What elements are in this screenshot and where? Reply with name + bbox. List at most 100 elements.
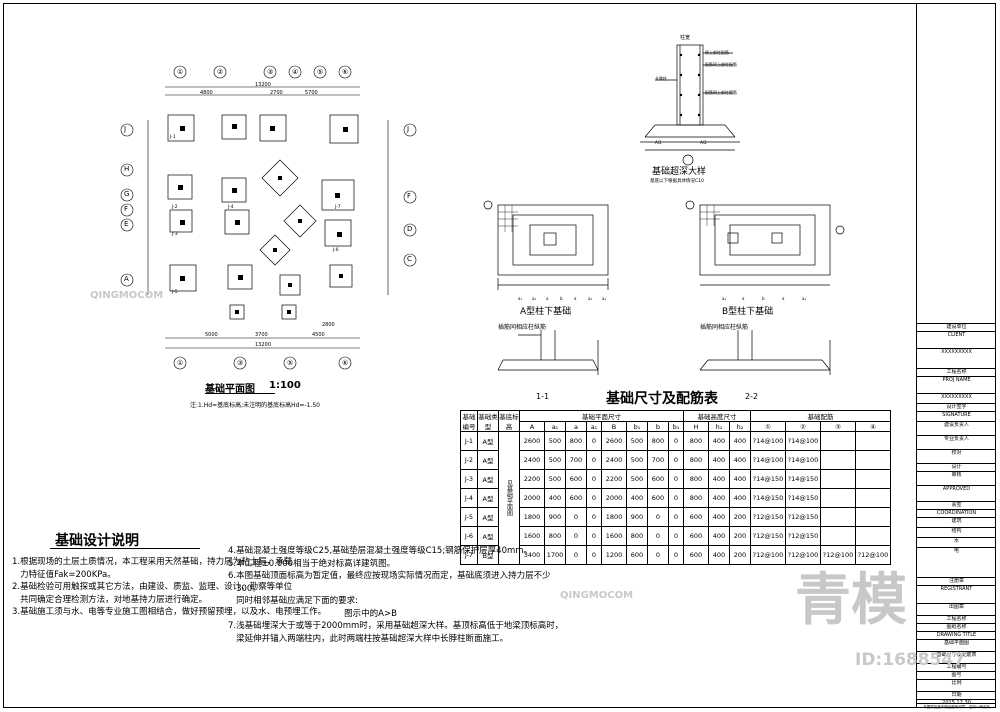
table-cell: 0 [586, 526, 602, 546]
title-block-row: 会签 [917, 501, 996, 509]
table-cell: 600 [565, 488, 587, 508]
title-block-row: 图纸名称 [917, 623, 996, 631]
table-cell: 800 [565, 431, 587, 451]
b-dim: b [762, 296, 765, 301]
axis-E-left: E [124, 220, 129, 228]
a-dim: a₁ [602, 296, 607, 301]
table-cell: 1200 [601, 545, 627, 565]
th-col: b₁ [668, 421, 684, 432]
th-id: 基础编号 [460, 410, 478, 432]
footing-label: J-5 [172, 290, 178, 295]
table-cell: ?12@100 [750, 545, 786, 565]
table-cell: 500 [626, 431, 648, 451]
axis-1-bottom: ① [177, 359, 184, 367]
table-cell: ?14@150 [750, 488, 786, 508]
sheet-border [3, 3, 996, 708]
deep-label-2: 长脖柱 [655, 76, 667, 81]
title-block-row: SIGNATURE [917, 411, 996, 419]
title-block-row: 基础尺寸及配筋表 [917, 651, 996, 659]
table-cell: 500 [544, 450, 566, 470]
a-type-title: A型柱下基础 [520, 307, 572, 317]
footing-label: J-6 [333, 248, 339, 253]
table-cell [820, 469, 856, 489]
table-cell: J-5 [460, 507, 478, 527]
footing-label: J-4 [228, 205, 234, 210]
th-col: b₁ [626, 421, 648, 432]
table-cell: ?14@100 [750, 431, 786, 451]
table-cell: J-2 [460, 450, 478, 470]
table-cell: A型 [477, 450, 499, 470]
table-cell: A型 [477, 469, 499, 489]
watermark-text: QINGMOCOM [90, 290, 164, 301]
title-block-row: 日期 [917, 691, 996, 699]
table-cell [855, 431, 891, 451]
b-type-title: B型柱下基础 [722, 307, 774, 317]
table-cell: 0 [668, 545, 684, 565]
deep-detail-subtitle: 基底以下根据具体情况C10 [650, 179, 704, 184]
table-cell: 400 [708, 545, 730, 565]
deep-dim-2: A/2 [700, 140, 707, 145]
foundation-table: 基础编号 基础类型 基底标高 基础平面尺寸 基础高度尺寸 基础配筋 A a₁ a… [460, 410, 891, 565]
table-cell: 2400 [519, 450, 545, 470]
axis-J-left: J [124, 125, 127, 133]
axis-F-left: F [124, 205, 129, 213]
table-cell: 0 [668, 488, 684, 508]
right-axis-bubbles [403, 123, 417, 267]
a-dim: a [574, 296, 577, 301]
watermark-logo: 青模 [795, 568, 907, 633]
section-1-1: 1-1 [536, 392, 550, 401]
table-cell: 800 [683, 469, 709, 489]
bottom-dim-2: 3700 [255, 332, 268, 338]
top-dim-total: 13200 [255, 82, 271, 88]
th-level: 基底标高 [498, 410, 520, 432]
table-cell: 2000 [519, 488, 545, 508]
th-col: h₂ [729, 421, 751, 432]
table-cell: 500 [626, 450, 648, 470]
table-cell: 500 [544, 469, 566, 489]
title-block-row: 专业负责人 [917, 435, 996, 443]
th-col: B [601, 421, 627, 432]
bottom-dim-3: 4500 [312, 332, 325, 338]
table-cell: ?14@100 [750, 450, 786, 470]
title-block-row: 设计 [917, 463, 996, 471]
deep-detail-drawing [640, 44, 740, 166]
footing-label: J-1 [170, 135, 176, 140]
deep-label-1: 原上部柱配筋 [705, 50, 729, 55]
title-block-row: CLIENT [917, 331, 996, 339]
axis-F-right: F [407, 192, 412, 200]
th-col: ① [750, 421, 786, 432]
footing-label: J-7 [335, 205, 341, 210]
table-cell [855, 450, 891, 470]
table-cell: 0 [565, 526, 587, 546]
b-dim: a [782, 296, 785, 301]
axis-6-top: ⑥ [342, 68, 349, 76]
table-cell: 0 [586, 488, 602, 508]
table-cell: 2600 [601, 431, 627, 451]
table-cell: 400 [626, 488, 648, 508]
table-cell: 2200 [601, 469, 627, 489]
table-cell: 600 [647, 488, 669, 508]
table-cell: A型 [477, 526, 499, 546]
title-block-row: 工程名称 [917, 368, 996, 376]
a-dim: a₁ [588, 296, 593, 301]
title-block-row: PROJ NAME [917, 376, 996, 384]
table-cell: 400 [729, 431, 751, 451]
table-cell: ?12@150 [750, 507, 786, 527]
axis-J-right: J [407, 125, 410, 133]
table-cell: ?12@150 [785, 526, 821, 546]
axis-3-top: ③ [267, 68, 274, 76]
table-cell: ?14@100 [785, 450, 821, 470]
title-block-row: 审核 [917, 471, 996, 479]
table-cell: 2400 [601, 450, 627, 470]
table-cell: 400 [544, 488, 566, 508]
title-block-row: 出图章 [917, 603, 996, 611]
b-dim: a₁ [802, 296, 807, 301]
axis-D-right: D [407, 225, 413, 233]
